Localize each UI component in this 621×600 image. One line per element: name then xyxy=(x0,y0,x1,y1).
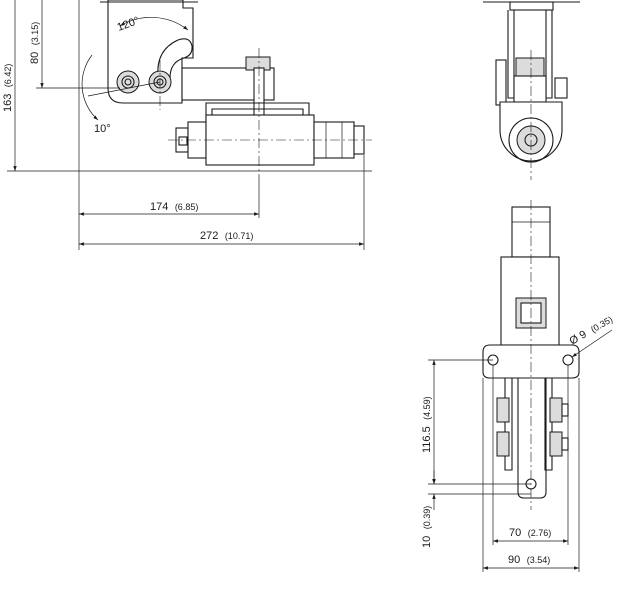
bottom-strap xyxy=(517,377,547,499)
front-clamp-right xyxy=(554,77,568,99)
dim-label-174: 174 (6.85) xyxy=(150,197,198,214)
angle-label-10: 10° xyxy=(94,123,111,135)
angle-label-120: 120° xyxy=(116,15,141,34)
front-bracket-strap xyxy=(507,10,553,99)
side-bracket-plate xyxy=(107,0,194,104)
nut-left-top xyxy=(496,397,510,423)
front-clamp-left xyxy=(495,59,507,106)
side-view: 120° 10° 163 (6.42) 80 (3.15) 174 (6.85)… xyxy=(0,0,372,250)
front-flange-block xyxy=(509,1,554,11)
dim-label-80: 80 (3.15) xyxy=(25,22,42,64)
front-screw-head xyxy=(515,57,545,77)
bottom-view: 116.5 (4.59) 10 (0.39) 70 (2.76) 90 (3.5… xyxy=(417,200,616,572)
dim-label-70: 70 (2.76) xyxy=(509,523,551,540)
nut-right-bottom xyxy=(549,431,563,457)
hole-leader xyxy=(571,329,613,358)
nut-left-bottom xyxy=(496,431,510,457)
side-clamp-right xyxy=(544,378,553,471)
front-view xyxy=(483,1,580,180)
angle-ref-line xyxy=(87,81,161,97)
angle-arc-10 xyxy=(81,54,99,121)
hole-label: Ø 9 (0.35) xyxy=(566,310,616,349)
angle-arc-120 xyxy=(119,17,189,31)
nut-right-top xyxy=(549,397,563,423)
dim-label-10: 10 (0.39) xyxy=(417,506,434,548)
front-screw-body xyxy=(513,75,547,103)
dim-label-163: 163 (6.42) xyxy=(0,64,15,112)
bottom-mounting-plate xyxy=(482,344,580,379)
dim-label-272: 272 (10.71) xyxy=(200,226,253,243)
dim-label-116: 116.5 (4.59) xyxy=(417,396,434,453)
dim-label-90: 90 (3.54) xyxy=(508,550,550,567)
side-clamp-left xyxy=(504,378,513,471)
